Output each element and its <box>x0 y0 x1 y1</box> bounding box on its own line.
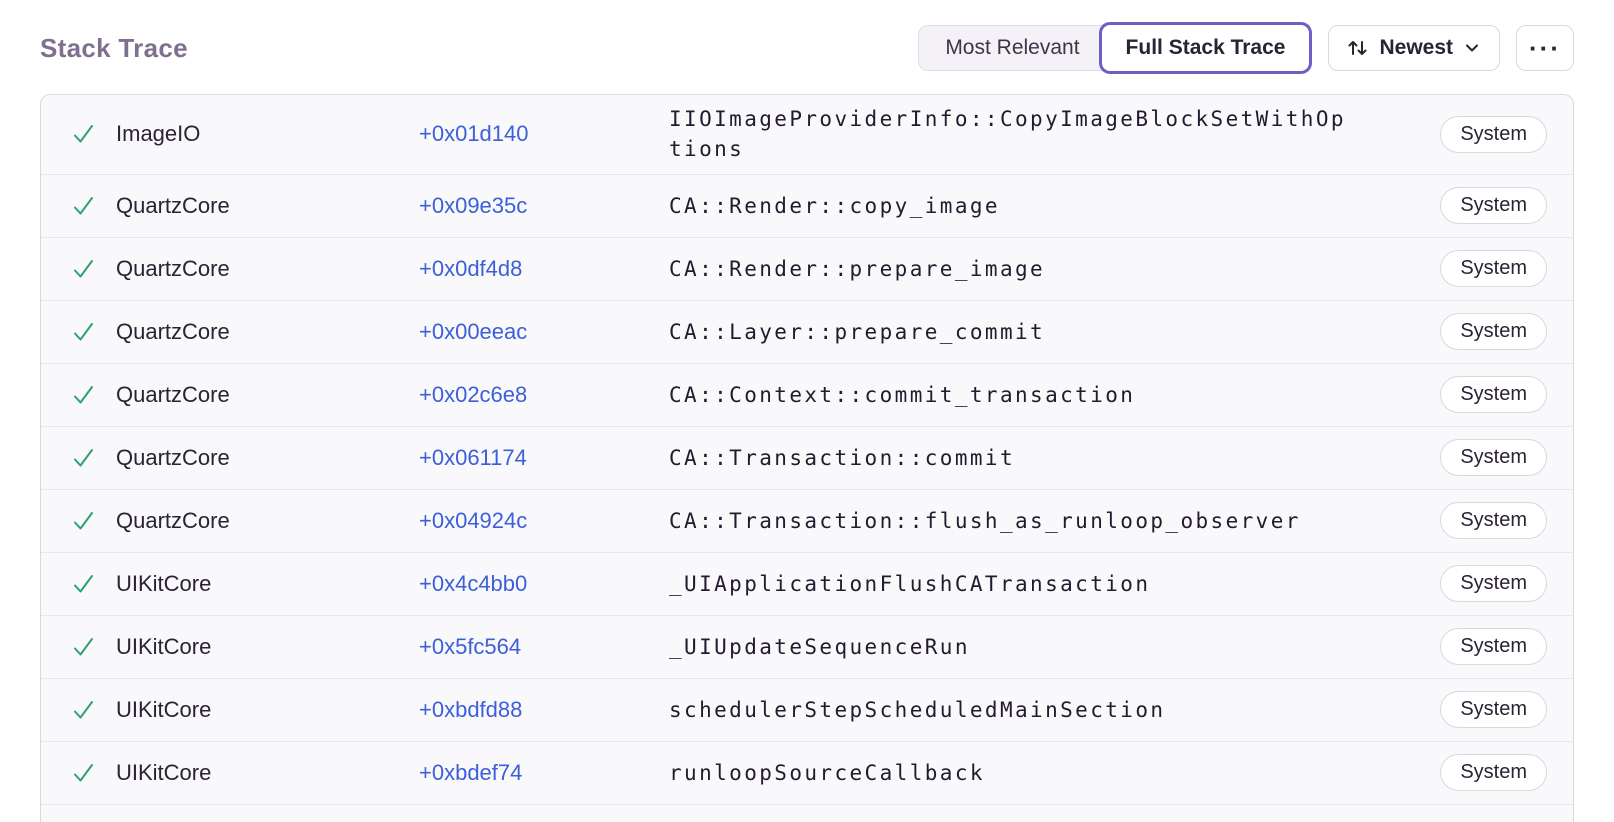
check-icon <box>71 698 116 722</box>
frame-address-link[interactable]: +0xbdfd88 <box>419 696 523 722</box>
frame-function: CA::Render::prepare_image <box>669 256 1046 281</box>
frame-function: CA::Layer::prepare_commit <box>669 319 1046 344</box>
frame-module: QuartzCore <box>116 381 230 407</box>
frame-address-link[interactable]: +0x09e35c <box>419 192 528 218</box>
frame-function: schedulerStepScheduledMainSection <box>669 697 1166 722</box>
frame-address-link[interactable]: +0x02c6e8 <box>419 381 528 407</box>
frame-function: IIOImageProviderInfo::CopyImageBlockSetW… <box>669 107 1346 162</box>
frame-module: UIKitCore <box>116 696 212 722</box>
stack-frame-row[interactable]: UIKitCore +0xbdef74 runloopSourceCallbac… <box>41 742 1573 805</box>
frame-system-badge: System <box>1440 754 1547 792</box>
stack-trace-header: Stack Trace Most Relevant Full Stack Tra… <box>0 0 1614 94</box>
frame-module: UIKitCore <box>116 759 212 785</box>
check-icon <box>71 257 116 281</box>
frame-address-link[interactable]: +0x04924c <box>419 507 528 533</box>
frame-address-link[interactable]: +0xbdef74 <box>419 759 523 785</box>
frame-module: QuartzCore <box>116 318 230 344</box>
check-icon <box>71 446 116 470</box>
check-icon <box>71 572 116 596</box>
chevron-down-icon <box>1463 39 1481 57</box>
check-icon <box>71 383 116 407</box>
stack-frame-row[interactable]: QuartzCore +0x09e35c CA::Render::copy_im… <box>41 175 1573 238</box>
frame-module: QuartzCore <box>116 192 230 218</box>
frame-system-badge: System <box>1440 115 1547 153</box>
check-icon <box>71 635 116 659</box>
frame-module: UIKitCore <box>116 633 212 659</box>
frame-system-badge: System <box>1440 565 1547 603</box>
check-icon <box>71 194 116 218</box>
frame-address-link[interactable]: +0x4c4bb0 <box>419 570 528 596</box>
frame-function: runloopSourceCallback <box>669 760 985 785</box>
more-options-button[interactable]: ··· <box>1516 25 1574 71</box>
stack-frame-row[interactable]: QuartzCore +0x00eeac CA::Layer::prepare_… <box>41 301 1573 364</box>
more-icon: ··· <box>1529 33 1561 63</box>
stack-frame-row[interactable]: QuartzCore +0x02c6e8 CA::Context::commit… <box>41 364 1573 427</box>
sort-dropdown-label: Newest <box>1379 36 1453 59</box>
frame-system-badge: System <box>1440 376 1547 414</box>
frame-system-badge: System <box>1440 187 1547 225</box>
stack-frame-row[interactable]: ImageIO +0x01d140 IIOImageProviderInfo::… <box>41 95 1573 175</box>
frame-address-link[interactable]: +0x0df4d8 <box>419 255 523 281</box>
frame-system-badge: System <box>1440 502 1547 540</box>
frame-module: UIKitCore <box>116 570 212 596</box>
frame-module: ImageIO <box>116 121 201 147</box>
stack-frame-row[interactable]: UIKitCore +0xbdfd88 schedulerStepSchedul… <box>41 679 1573 742</box>
stack-frame-row[interactable]: QuartzCore +0x061174 CA::Transaction::co… <box>41 427 1573 490</box>
frame-address-link[interactable]: +0x5fc564 <box>419 633 522 659</box>
full-stack-trace-button[interactable]: Full Stack Trace <box>1098 22 1313 74</box>
frame-system-badge: System <box>1440 250 1547 288</box>
frame-module: QuartzCore <box>116 444 230 470</box>
stack-trace-panel: ImageIO +0x01d140 IIOImageProviderInfo::… <box>40 94 1574 822</box>
frame-module: QuartzCore <box>116 507 230 533</box>
stack-frame-row[interactable]: QuartzCore +0x0df4d8 CA::Render::prepare… <box>41 238 1573 301</box>
check-icon <box>71 122 116 146</box>
frame-function: _UIUpdateSequenceRun <box>669 634 970 659</box>
most-relevant-button[interactable]: Most Relevant <box>918 25 1111 71</box>
frame-function: _UIApplicationFlushCATransaction <box>669 571 1151 596</box>
stack-frame-row[interactable]: UIKitCore +0x5fc564 _UIUpdateSequenceRun… <box>41 616 1573 679</box>
most-relevant-label: Most Relevant <box>945 36 1080 59</box>
frame-system-badge: System <box>1440 439 1547 477</box>
check-icon <box>71 761 116 785</box>
frame-function: CA::Transaction::flush_as_runloop_observ… <box>669 508 1301 533</box>
frame-module: QuartzCore <box>116 255 230 281</box>
sort-arrows-icon <box>1347 38 1369 58</box>
frame-address-link[interactable]: +0x061174 <box>419 444 527 470</box>
sort-dropdown-button[interactable]: Newest <box>1328 25 1500 71</box>
frame-function: CA::Render::copy_image <box>669 193 1000 218</box>
full-stack-trace-label: Full Stack Trace <box>1125 36 1286 59</box>
stack-frame-row[interactable]: UIKitCore +0x4c4bb0 _UIApplicationFlushC… <box>41 553 1573 616</box>
frame-function: CA::Transaction::commit <box>669 445 1015 470</box>
stack-frame-row[interactable]: QuartzCore +0x04924c CA::Transaction::fl… <box>41 490 1573 553</box>
frame-system-badge: System <box>1440 628 1547 666</box>
page-title: Stack Trace <box>40 32 188 63</box>
frame-function: CA::Context::commit_transaction <box>669 382 1136 407</box>
toolbar: Most Relevant Full Stack Trace Newest ·· <box>918 22 1574 74</box>
view-toggle: Most Relevant Full Stack Trace <box>918 22 1313 74</box>
frame-address-link[interactable]: +0x00eeac <box>419 318 528 344</box>
frame-system-badge: System <box>1440 313 1547 351</box>
frame-system-badge: System <box>1440 691 1547 729</box>
check-icon <box>71 509 116 533</box>
frame-address-link[interactable]: +0x01d140 <box>419 121 529 147</box>
check-icon <box>71 320 116 344</box>
